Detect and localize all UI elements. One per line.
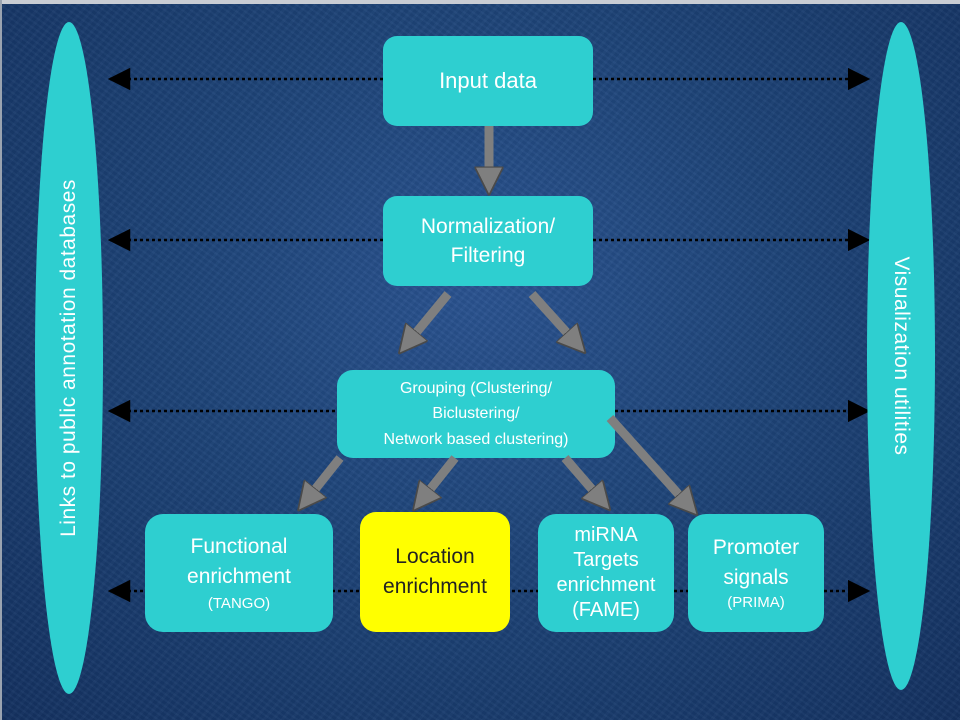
input-data-label: Input data	[439, 68, 537, 94]
normalization-line-1: Normalization/	[420, 214, 556, 238]
location-enrichment-node: Location enrichment	[360, 512, 510, 632]
grouping-line-3: Network based clustering)	[383, 430, 569, 448]
functional-tool-name: (TANGO)	[207, 594, 271, 612]
mirna-line-1: miRNA	[574, 524, 638, 546]
frame-left-edge	[0, 0, 2, 720]
mirna-targets-enrichment-node: miRNA Targets enrichment (FAME)	[538, 514, 674, 632]
frame-top-edge	[0, 0, 960, 4]
arrow-norm-to-group-left	[406, 291, 452, 345]
mirna-line-2: Targets	[573, 549, 639, 571]
grouping-node: Grouping (Clustering/ Biclustering/ Netw…	[337, 370, 615, 458]
arrow-group-to-promoter	[606, 414, 690, 507]
grouping-line-2: Biclustering/	[432, 405, 520, 423]
mirna-line-4: (FAME)	[572, 599, 640, 621]
arrow-group-to-location	[420, 455, 459, 502]
promoter-line-2: signals	[723, 565, 789, 589]
functional-enrichment-node: Functional enrichment (TANGO)	[145, 514, 333, 632]
visualization-utilities-panel: Visualization utilities	[867, 22, 935, 690]
normalization-line-2: Filtering	[450, 244, 526, 267]
location-line-1: Location	[395, 544, 475, 568]
promoter-tool-name: (PRIMA)	[727, 593, 785, 611]
location-line-2: enrichment	[383, 575, 487, 598]
promoter-signals-node: Promoter signals (PRIMA)	[688, 514, 824, 632]
grouping-line-1: Grouping (Clustering/	[399, 379, 553, 397]
functional-line-1: Functional	[190, 534, 288, 558]
arrow-group-to-functional	[305, 455, 344, 502]
mirna-line-3: enrichment	[556, 574, 656, 596]
arrow-norm-to-group-right	[528, 290, 578, 345]
arrow-group-to-mirna	[561, 455, 603, 502]
promoter-line-1: Promoter	[712, 536, 800, 560]
input-data-node: Input data	[383, 36, 593, 126]
normalization-node: Normalization/ Filtering	[383, 196, 593, 286]
annotation-databases-panel: Links to public annotation databases	[35, 22, 103, 694]
functional-line-2: enrichment	[187, 565, 291, 589]
